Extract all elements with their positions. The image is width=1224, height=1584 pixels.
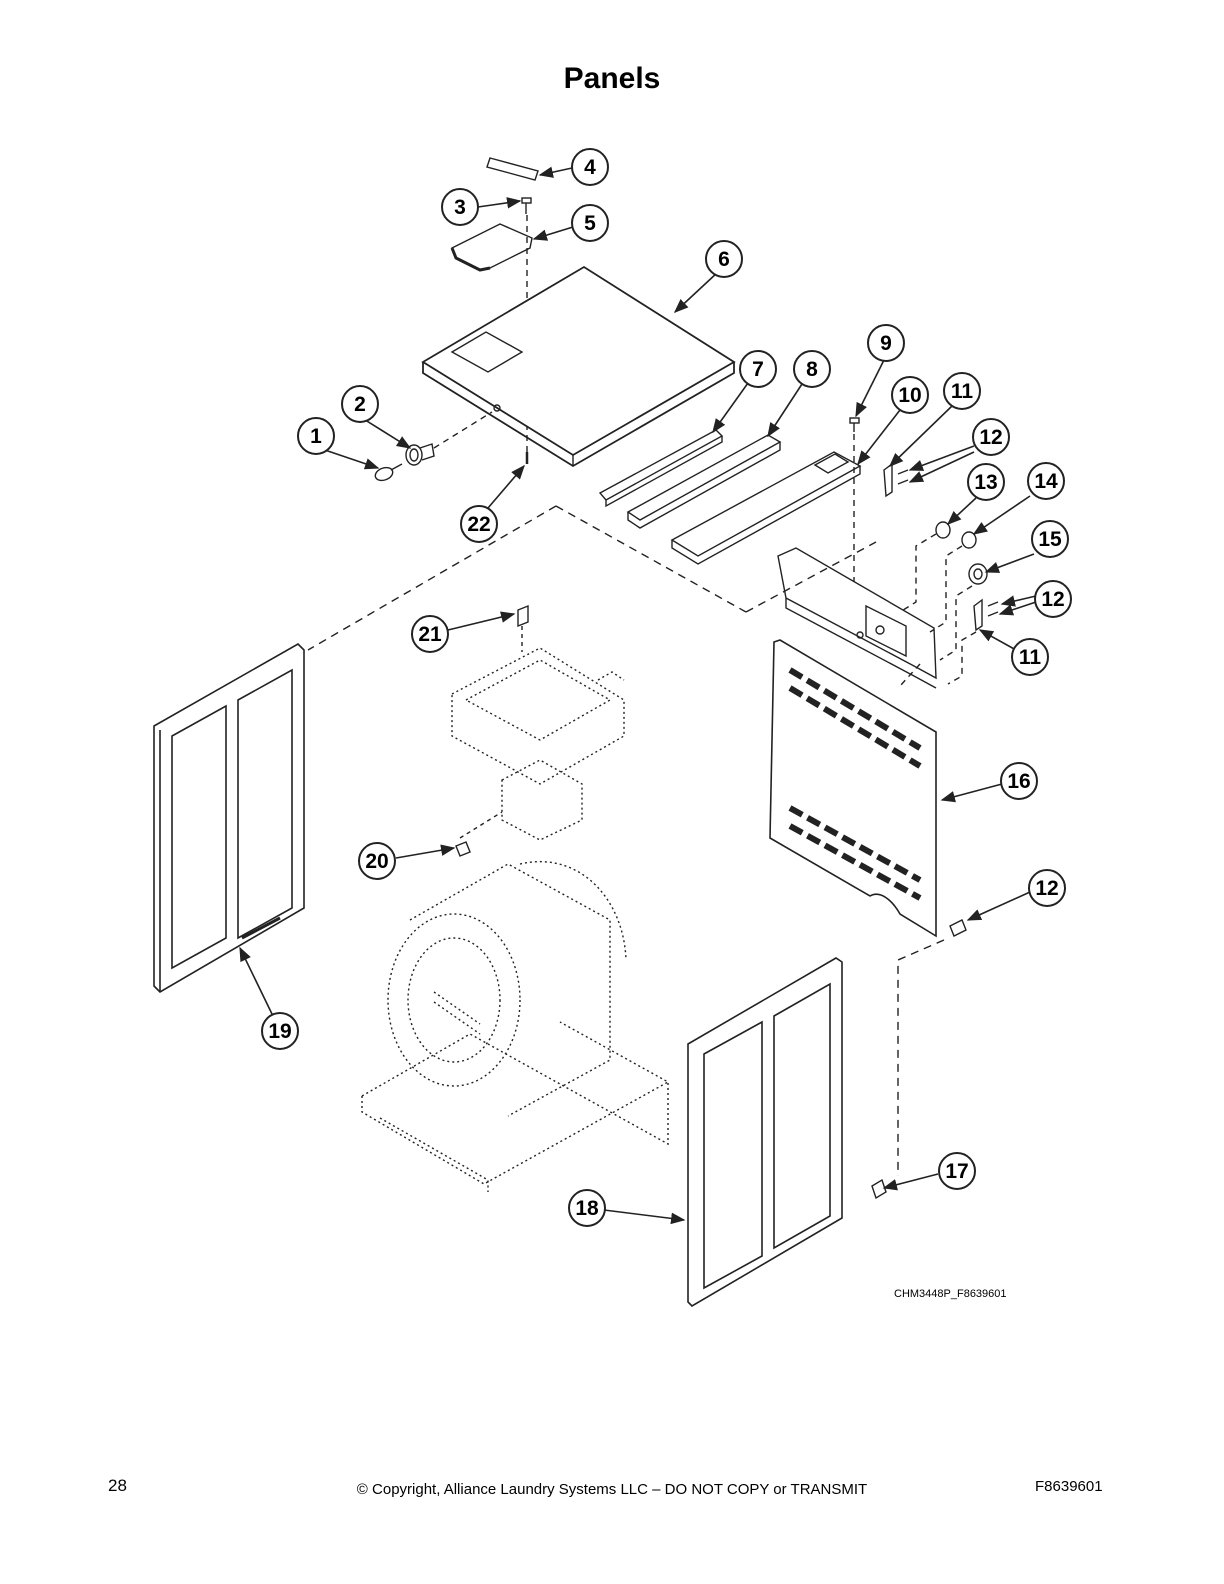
svg-text:3: 3 <box>454 196 466 219</box>
part-7-rail <box>598 429 724 508</box>
part-18-front-panel <box>687 957 843 1308</box>
page-title: Panels <box>563 62 661 95</box>
callout-7: 7 <box>739 350 777 388</box>
svg-text:19: 19 <box>268 1020 291 1043</box>
svg-text:7: 7 <box>752 358 764 381</box>
svg-text:22: 22 <box>467 513 490 536</box>
svg-text:1: 1 <box>310 425 322 448</box>
callout-3: 3 <box>441 188 479 226</box>
svg-text:4: 4 <box>584 156 596 179</box>
part-2-lock <box>405 443 435 466</box>
callout-8: 8 <box>793 350 831 388</box>
part-drum-assembly <box>361 861 669 1192</box>
part-6-top-panel <box>421 265 736 468</box>
part-20-clip <box>455 841 471 857</box>
callout-22: 22 <box>460 505 498 543</box>
callout-4: 4 <box>571 148 609 186</box>
part-13-knob <box>935 521 951 539</box>
svg-text:9: 9 <box>880 332 892 355</box>
part-16-rear-panel <box>769 639 937 938</box>
svg-text:13: 13 <box>974 471 997 494</box>
part-14-knob <box>961 531 977 549</box>
callout-6: 6 <box>705 240 743 278</box>
svg-text:11: 11 <box>951 380 974 403</box>
callout-21: 21 <box>411 615 449 653</box>
part-control-bracket <box>777 547 937 689</box>
copyright-notice: © Copyright, Alliance Laundry Systems LL… <box>356 1481 868 1498</box>
callout-10: 10 <box>891 376 929 414</box>
callout-leaders <box>239 166 1037 1225</box>
document-number: F8639601 <box>1035 1478 1103 1495</box>
callout-13: 13 <box>967 463 1005 501</box>
part-10-channel <box>670 451 862 565</box>
svg-text:12: 12 <box>1041 588 1064 611</box>
part-housing-assembly <box>451 647 625 841</box>
part-3-screw <box>521 197 532 214</box>
part-21-clip <box>517 604 529 628</box>
guide-line-12-17 <box>897 939 945 1176</box>
guide-line-2-6 <box>433 411 493 449</box>
part-15-knob <box>968 563 988 585</box>
callout-12-b: 12 <box>1034 580 1072 618</box>
callouts: 1 2 3 4 5 6 7 8 9 10 11 12 13 14 15 16 1… <box>261 148 1072 1227</box>
part-9-screw <box>849 417 860 432</box>
svg-text:15: 15 <box>1038 528 1062 551</box>
svg-text:18: 18 <box>575 1197 599 1220</box>
svg-text:14: 14 <box>1034 470 1058 493</box>
part-12-screw-right <box>949 919 967 937</box>
svg-text:12: 12 <box>979 426 1002 449</box>
svg-text:17: 17 <box>945 1160 968 1183</box>
guide-line-20 <box>459 811 503 839</box>
guide-lines-knobs <box>899 533 977 687</box>
callout-16: 16 <box>1000 762 1038 800</box>
part-17-hinge <box>871 1178 887 1200</box>
callout-17: 17 <box>938 1152 976 1190</box>
svg-text:11: 11 <box>1019 646 1042 669</box>
part-12-screws-top <box>897 469 909 485</box>
svg-text:10: 10 <box>898 384 921 407</box>
callout-18: 18 <box>568 1189 606 1227</box>
part-4-strip <box>486 157 539 181</box>
svg-text:5: 5 <box>584 212 596 235</box>
callout-5: 5 <box>571 204 609 242</box>
part-11-bracket-top <box>883 462 893 498</box>
svg-text:16: 16 <box>1007 770 1030 793</box>
callout-9: 9 <box>867 324 905 362</box>
drawing-id: CHM3448P_F8639601 <box>894 1288 1007 1300</box>
svg-text:21: 21 <box>418 623 442 646</box>
callout-15: 15 <box>1031 520 1069 558</box>
callout-11-b: 11 <box>1011 638 1049 676</box>
callout-20: 20 <box>358 842 396 880</box>
part-5-lid <box>450 223 533 272</box>
callout-14: 14 <box>1027 462 1065 500</box>
part-11-bracket-lower <box>973 598 999 632</box>
svg-text:6: 6 <box>718 248 730 271</box>
callout-12: 12 <box>972 418 1010 456</box>
svg-text:2: 2 <box>354 393 366 416</box>
callout-1: 1 <box>297 417 335 455</box>
svg-text:12: 12 <box>1035 877 1058 900</box>
callout-2: 2 <box>341 385 379 423</box>
svg-text:8: 8 <box>806 358 818 381</box>
page-number: 28 <box>108 1476 127 1495</box>
part-1-key <box>374 463 403 482</box>
callout-11: 11 <box>943 372 981 410</box>
svg-text:20: 20 <box>365 850 388 873</box>
part-8-channel <box>626 434 782 529</box>
cabinet-outline-top <box>307 505 877 651</box>
callout-19: 19 <box>261 1012 299 1050</box>
callout-12-c: 12 <box>1028 869 1066 907</box>
part-19-side-panel <box>153 643 305 994</box>
